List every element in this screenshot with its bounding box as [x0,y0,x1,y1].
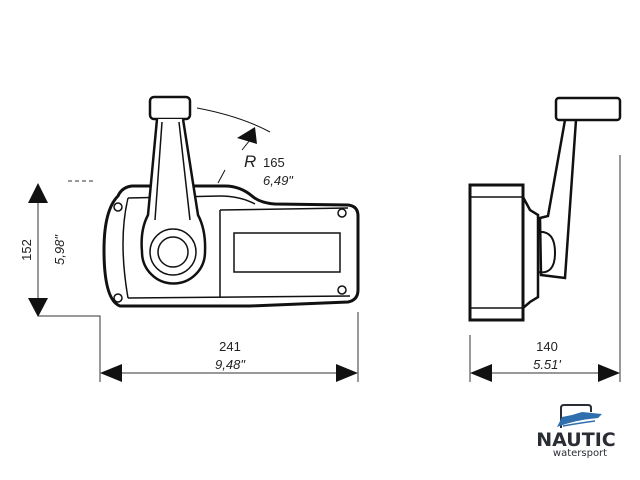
radius-symbol: R [244,152,256,171]
mount-hole [337,208,347,218]
lever-hub-ring [149,228,197,276]
radius-in-label: 6,49" [263,173,294,188]
side-lever-knob [554,96,622,122]
radius-leader [217,169,226,184]
lever-hub [157,236,189,268]
radius-arrow [237,127,257,144]
width-mm-label: 241 [219,339,241,354]
lever-knob [148,95,192,121]
logo-frame [560,404,592,428]
side-bearing [537,230,557,274]
mount-hole [113,293,123,303]
side-housing-step [521,196,540,309]
arrow-left-icon [100,364,122,382]
logo-name: NAUTIC [536,429,615,451]
lever-shaft [140,118,207,285]
side-view [468,96,622,322]
front-housing-outline [102,184,360,308]
arrow-right-icon [336,364,358,382]
dimensions [28,155,621,382]
housing-top-edge [219,207,349,211]
height-mm-label: 152 [19,239,34,261]
arrow-up-icon [28,183,48,203]
side-housing [468,183,525,322]
lever-shaft-inner [154,121,191,221]
front-view [102,95,360,308]
dimension-labels: 152 5,98" 241 9,48" R 165 6,49" 140 5.51… [19,152,561,372]
radius-arc [196,107,271,133]
wave-icon [562,420,596,427]
arrow-left-icon [470,364,492,382]
nautic-logo: NAUTIC watersport [536,404,616,459]
arrow-down-icon [28,298,48,317]
housing-inner-lines [122,195,351,299]
depth-mm-label: 140 [536,339,558,354]
depth-in-label: 5.51' [533,357,561,372]
side-housing-lines [470,196,523,309]
radius-mm-label: 165 [263,155,285,170]
logo-tagline: watersport [553,448,607,459]
width-in-label: 9,48" [215,357,246,372]
boat-icon [557,412,602,427]
window-rect [233,232,341,273]
height-in-label: 5,98" [52,234,67,265]
radius-leader [241,139,251,151]
mount-hole [337,285,347,295]
mount-hole [113,202,123,212]
extension-line [38,315,101,352]
side-lever-arm [538,119,578,280]
arrow-right-icon [598,364,620,382]
